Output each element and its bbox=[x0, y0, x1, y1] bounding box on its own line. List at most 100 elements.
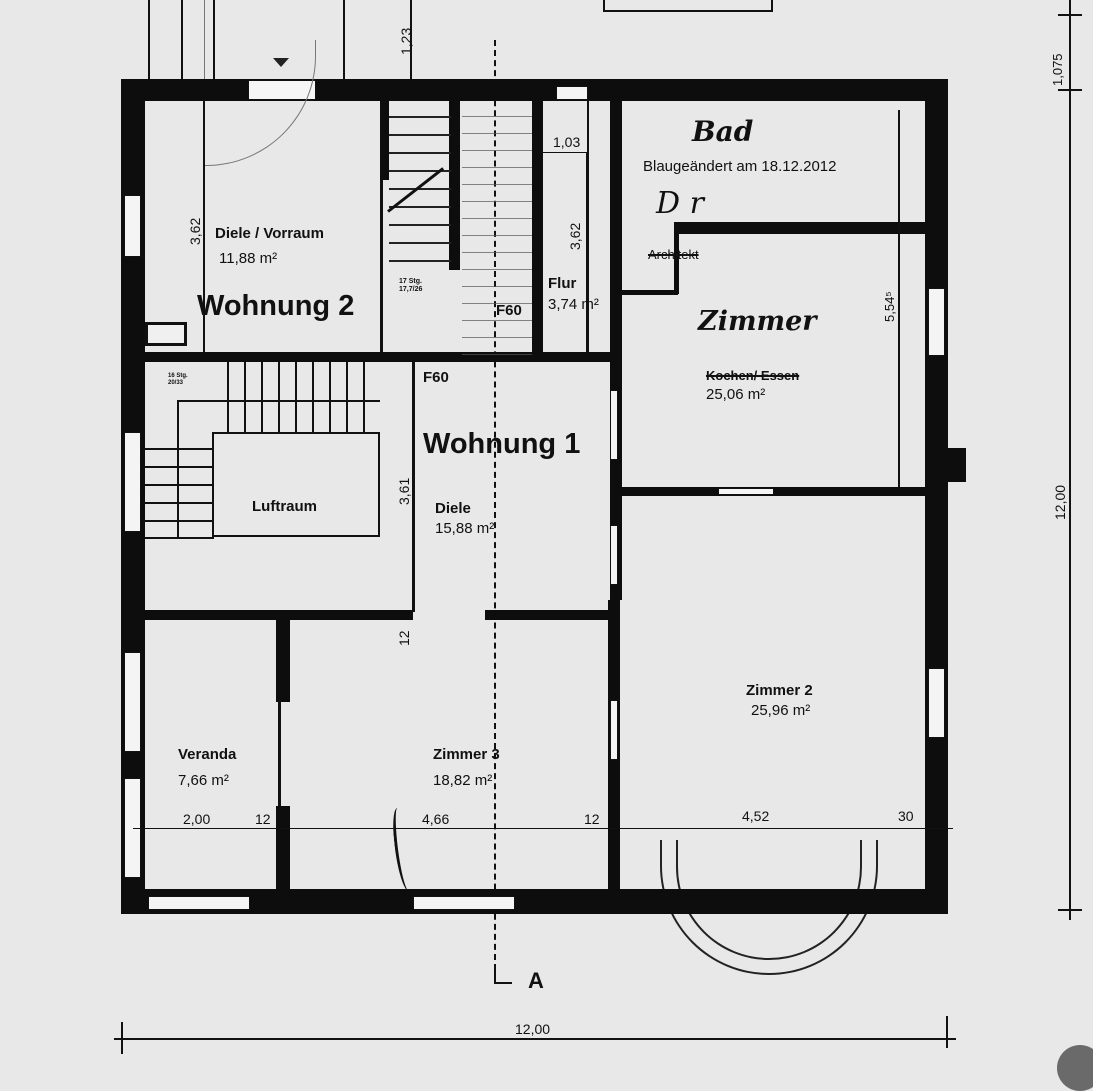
window-bottom bbox=[413, 896, 515, 910]
handwritten-bad: Bad bbox=[692, 115, 754, 148]
room-name-kochen-essen: Kochen/ Essen bbox=[706, 368, 800, 383]
window-bottom bbox=[148, 896, 250, 910]
wall-flur-left bbox=[532, 100, 543, 360]
wall-bad-notch-h bbox=[622, 290, 678, 295]
wall-flur-right bbox=[587, 100, 589, 355]
room-area-flur: 3,74 m² bbox=[548, 296, 599, 313]
stair-dimension-top: 1,23 bbox=[398, 27, 414, 55]
wall-veranda-right-thin bbox=[278, 700, 281, 810]
room-area-zimmer-3: 18,82 m² bbox=[433, 772, 493, 789]
wall-bad-left bbox=[610, 100, 622, 600]
window-right bbox=[928, 288, 945, 356]
f60-label: F60 bbox=[496, 302, 522, 319]
door-zimmer2 bbox=[610, 700, 618, 760]
top-line bbox=[204, 0, 205, 80]
architekt-label: Architekt bbox=[648, 247, 699, 262]
room-name-diele: Diele bbox=[435, 500, 471, 517]
dim-flur-width: 1,03 bbox=[553, 134, 581, 150]
dim-flur-height: 3,62 bbox=[567, 222, 583, 250]
unit-label-wohnung-2: Wohnung 2 bbox=[197, 290, 355, 322]
room-area-zimmer-2: 25,96 m² bbox=[751, 702, 811, 719]
section-foot bbox=[494, 968, 496, 984]
overall-width-dimension: 12,00 bbox=[515, 1021, 551, 1037]
luftraum-box bbox=[212, 432, 380, 537]
wall-bad-bottom bbox=[676, 222, 934, 234]
outer-wall-right bbox=[925, 86, 948, 914]
window-left bbox=[124, 432, 141, 532]
wall-thickness-12: 12 bbox=[255, 811, 271, 827]
door-swing-arc bbox=[205, 40, 316, 166]
change-note: Blaugeändert am 18.12.2012 bbox=[643, 158, 837, 175]
door-kitchen bbox=[718, 488, 774, 495]
room-area-veranda: 7,66 m² bbox=[178, 772, 229, 789]
unit-label-wohnung-1: Wohnung 1 bbox=[423, 428, 581, 460]
room-name-zimmer-3: Zimmer 3 bbox=[433, 746, 500, 763]
wall-diele-vorraum-left bbox=[203, 100, 205, 352]
door-diele bbox=[610, 390, 618, 460]
window-shaft bbox=[145, 322, 187, 346]
wall-veranda-right bbox=[276, 620, 290, 702]
room-name-flur: Flur bbox=[548, 275, 577, 292]
room-name-luftraum: Luftraum bbox=[252, 498, 317, 515]
bottom-dimension-line bbox=[114, 1038, 956, 1040]
stair-mid-line-v bbox=[177, 400, 179, 537]
flur-vdim-line bbox=[586, 152, 587, 352]
handwritten-zimmer: Zimmer bbox=[698, 306, 817, 337]
inner-dimension-line bbox=[133, 828, 953, 829]
section-line bbox=[494, 40, 496, 970]
right-dimension-line bbox=[1069, 0, 1071, 920]
top-line bbox=[148, 0, 150, 80]
section-marker: A bbox=[528, 968, 544, 993]
signature: D r bbox=[656, 186, 704, 221]
room-area-kochen-essen: 25,06 m² bbox=[706, 386, 766, 403]
wall-thickness-12: 12 bbox=[584, 811, 600, 827]
room-name-zimmer-2: Zimmer 2 bbox=[746, 682, 813, 699]
wall-veranda-right-low bbox=[276, 806, 290, 892]
wall-thickness-12: 12 bbox=[396, 630, 412, 646]
top-offset-dimension: 1,075 bbox=[1050, 53, 1065, 86]
dim-zimmer-2: 4,52 bbox=[742, 808, 770, 824]
top-right-box bbox=[603, 0, 773, 12]
outer-wall-bottom-overlay bbox=[618, 889, 948, 914]
dim-kochen-essen: 5,54⁵ bbox=[882, 291, 897, 322]
wall-middle-horizontal-r bbox=[485, 610, 615, 620]
handwritten-squiggle bbox=[390, 808, 417, 892]
top-line bbox=[343, 0, 345, 80]
top-line bbox=[181, 0, 183, 80]
chimney bbox=[946, 448, 966, 482]
room-area-diele-vorraum: 11,88 m² bbox=[219, 250, 278, 267]
wall-thickness-30: 30 bbox=[898, 808, 914, 824]
dim-diele: 3,61 bbox=[396, 477, 412, 505]
room-name-diele-vorraum: Diele / Vorraum bbox=[215, 225, 324, 242]
wall-upper-horizontal bbox=[143, 352, 613, 362]
wall-bad-notch-v bbox=[674, 222, 679, 294]
stair-note: 16 Stg. 20/33 bbox=[168, 373, 188, 386]
wall-middle-horizontal bbox=[143, 610, 413, 620]
wall-stair-left-thin bbox=[380, 180, 383, 355]
stair-mid-line bbox=[177, 400, 380, 402]
tick bbox=[121, 1022, 123, 1054]
stair-core-wall bbox=[449, 100, 460, 270]
tick bbox=[1058, 14, 1082, 16]
top-line bbox=[410, 0, 412, 80]
window-right bbox=[928, 668, 945, 738]
tick bbox=[1058, 89, 1082, 91]
dim-veranda: 2,00 bbox=[183, 811, 211, 827]
dim-diele-vorraum: 3,62 bbox=[187, 217, 203, 245]
overall-depth-dimension: 12,00 bbox=[1052, 484, 1068, 520]
tick bbox=[946, 1016, 948, 1048]
room-name-veranda: Veranda bbox=[178, 746, 237, 763]
window-left bbox=[124, 652, 141, 752]
section-foot bbox=[494, 982, 512, 984]
wall-bad-inner-right bbox=[898, 110, 900, 490]
staircase-upper-dashed bbox=[462, 100, 532, 355]
window-left bbox=[124, 195, 141, 257]
door-diele-2 bbox=[610, 525, 618, 585]
scan-text-icon[interactable] bbox=[1057, 1045, 1093, 1091]
room-area-diele: 15,88 m² bbox=[435, 520, 495, 537]
flur-dim-line bbox=[543, 152, 589, 153]
wall-diele-left bbox=[412, 362, 415, 612]
window-top bbox=[556, 86, 588, 100]
stair-note: 17 Stg. 17,7/26 bbox=[399, 278, 423, 293]
staircase-lower-horizontal bbox=[212, 362, 380, 434]
